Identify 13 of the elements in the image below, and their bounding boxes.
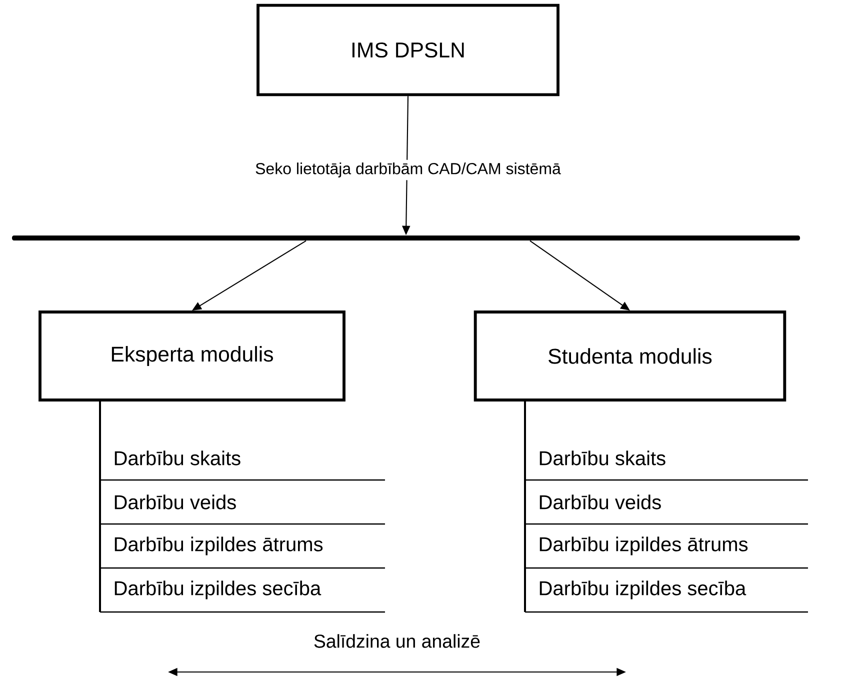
comparison-label: Salīdzina un analizē: [314, 634, 480, 648]
edge-label: Seko lietotāja darbībām CAD/CAM sistēmā: [252, 160, 564, 180]
list-item: Darbību veids: [540, 494, 661, 510]
list-item: Darbību veids: [114, 494, 236, 510]
list-item: Darbību izpildes secība: [540, 580, 746, 600]
module-box: Studenta modulis: [474, 310, 786, 402]
list-item: Darbību izpildes ātrums: [114, 536, 323, 556]
list-item: Darbību skaits: [114, 450, 240, 466]
list-item: Darbību izpildes ātrums: [540, 536, 748, 556]
module-box: Eksperta modulis: [38, 310, 346, 402]
list-item: Darbību izpildes secība: [114, 580, 322, 600]
list-item: Darbību skaits: [540, 450, 666, 466]
module-box: IMS DPSLN: [256, 4, 560, 96]
